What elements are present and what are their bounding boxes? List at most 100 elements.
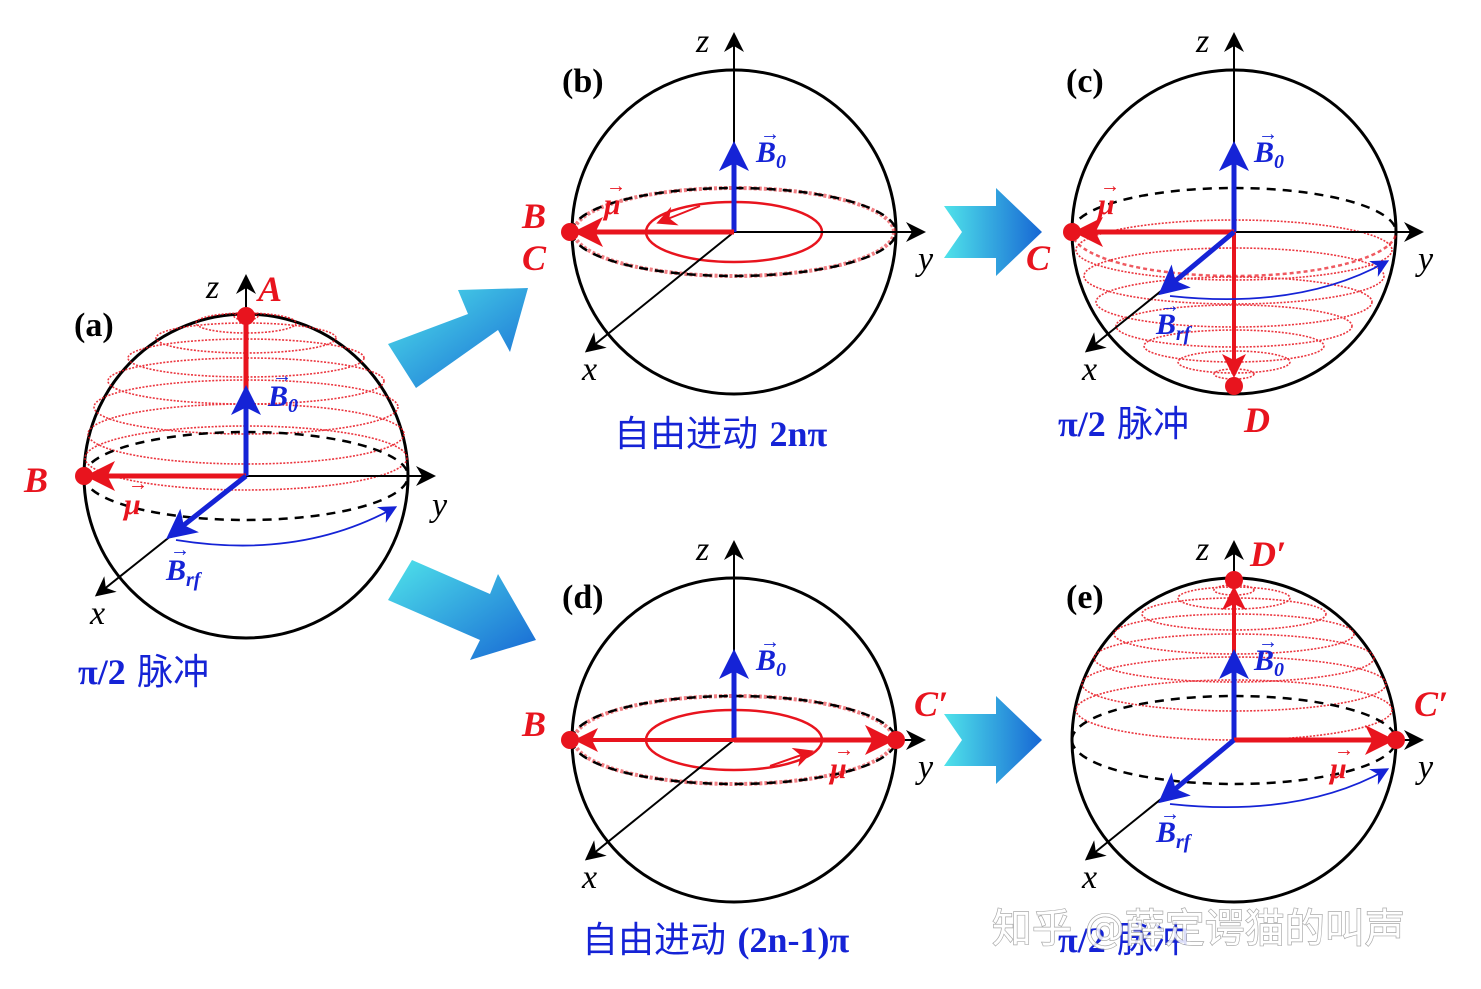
panel-a: (a) z y x A B → B0 → μ → Brf π/2 脉冲 (23, 269, 448, 693)
panel-d: (d) z y x B C′ → B0 → μ 自由进动 (2n-1)π (521, 531, 948, 961)
point-c-prime-label: C′ (1414, 684, 1448, 724)
point-a-label: A (256, 269, 282, 309)
brf-vector (1158, 738, 1236, 804)
panel-label: (e) (1066, 579, 1104, 616)
equator-front (82, 475, 410, 522)
caption-d: 自由进动 (2n-1)π (582, 920, 849, 961)
equator-back (570, 186, 898, 233)
panel-c: (c) z y x C D → B0 → μ → Brf π/2 脉冲 (1026, 23, 1434, 445)
b0-arrow-glyph: → (1258, 123, 1278, 145)
mu-arrow-glyph: → (1100, 175, 1120, 197)
b0-label: B0 (267, 380, 298, 417)
b0-arrow-glyph: → (1258, 631, 1278, 653)
b0-label: B0 (1253, 136, 1284, 173)
precession-arrow (769, 747, 814, 767)
brf-label: Brf (1155, 308, 1193, 345)
brf-label: Brf (165, 554, 203, 591)
z-axis-label: z (695, 23, 709, 60)
y-axis-label: y (429, 487, 448, 524)
rotation-arrow (1169, 768, 1390, 809)
brf-arrow-glyph: → (1160, 803, 1180, 825)
y-axis-label: y (915, 749, 934, 786)
panel-b: (b) z y x B C → B0 → μ 自由进动 2nπ (521, 23, 934, 455)
y-axis-label: y (1415, 241, 1434, 278)
x-axis-label: x (89, 595, 105, 632)
x-axis-label: x (1081, 351, 1097, 388)
flow-arrow-a-to-d (388, 560, 536, 660)
point-d-dot (1225, 377, 1243, 395)
equator-front (1070, 739, 1398, 786)
point-b-dot (561, 731, 579, 749)
mu-arrow-glyph: → (128, 473, 148, 495)
b0-arrow-glyph: → (760, 631, 780, 653)
point-c-dot (1063, 223, 1081, 241)
point-b-label: B (23, 460, 48, 500)
point-d-label: D (1243, 400, 1270, 440)
mu-label: μ (602, 188, 621, 221)
x-axis (584, 231, 735, 353)
panel-label: (d) (562, 579, 604, 616)
point-bc-dot (561, 223, 579, 241)
mu-arrow-glyph: → (1334, 739, 1354, 761)
x-axis-label: x (581, 351, 597, 388)
point-c-label: C (1026, 238, 1051, 278)
equator-front (570, 231, 898, 278)
point-b-dot (75, 467, 93, 485)
flow-arrows (388, 188, 1042, 784)
equator-back (570, 694, 898, 741)
brf-vector (166, 474, 248, 540)
point-c-prime-dot (1387, 731, 1405, 749)
mu-label: μ (1096, 188, 1115, 221)
point-d-prime-label: D′ (1249, 534, 1286, 574)
caption-a: π/2 脉冲 (78, 652, 209, 693)
panel-e: (e) z y x D′ C′ → B0 → μ → Brf π/2 脉冲 (1058, 531, 1448, 961)
rotation-arrow (175, 506, 398, 547)
watermark: 知乎 @薛定谔猫的叫声 (992, 906, 1405, 952)
z-axis-label: z (1195, 531, 1209, 568)
panel-label: (a) (74, 307, 114, 344)
mu-label: μ (1328, 752, 1347, 785)
equator-back (1070, 694, 1398, 741)
b0-arrow-glyph: → (272, 365, 292, 387)
brf-arrow-glyph: → (1160, 295, 1180, 317)
b0-label: B0 (755, 136, 786, 173)
y-axis-label: y (1415, 749, 1434, 786)
b0-label: B0 (755, 644, 786, 681)
caption-e: π/2 脉冲 (1058, 920, 1189, 961)
panel-label: (b) (562, 63, 604, 100)
equator-back (1070, 186, 1398, 233)
z-axis-label: z (205, 269, 219, 306)
brf-arrow-glyph: → (170, 539, 190, 561)
x-axis-label: x (581, 859, 597, 896)
point-b-label: B (521, 704, 546, 744)
caption-c: π/2 脉冲 (1058, 404, 1189, 445)
point-d-prime-dot (1225, 571, 1243, 589)
y-axis-label: y (915, 241, 934, 278)
z-axis-label: z (695, 531, 709, 568)
point-c-label: C (522, 238, 547, 278)
flow-arrow-a-to-b (388, 288, 528, 388)
panel-label: (c) (1066, 63, 1104, 100)
x-axis (584, 739, 735, 861)
point-b-label: B (521, 196, 546, 236)
mu-label: μ (122, 488, 141, 521)
z-axis-label: z (1195, 23, 1209, 60)
brf-label: Brf (1155, 816, 1193, 853)
rotation-arrow (1169, 260, 1390, 301)
point-a-dot (237, 307, 255, 325)
mu-arrow-glyph: → (606, 175, 626, 197)
flow-arrow-d-to-e (944, 696, 1042, 784)
flow-arrow-b-to-c (944, 188, 1042, 276)
equator-back (82, 430, 410, 477)
x-axis-label: x (1081, 859, 1097, 896)
b0-arrow-glyph: → (760, 123, 780, 145)
equator-front (570, 739, 898, 786)
mu-arrow-glyph: → (834, 739, 854, 761)
precession-arrow (656, 205, 701, 226)
point-c-prime-label: C′ (914, 684, 948, 724)
b0-label: B0 (1253, 644, 1284, 681)
brf-vector (1158, 230, 1236, 296)
mu-label: μ (828, 752, 847, 785)
